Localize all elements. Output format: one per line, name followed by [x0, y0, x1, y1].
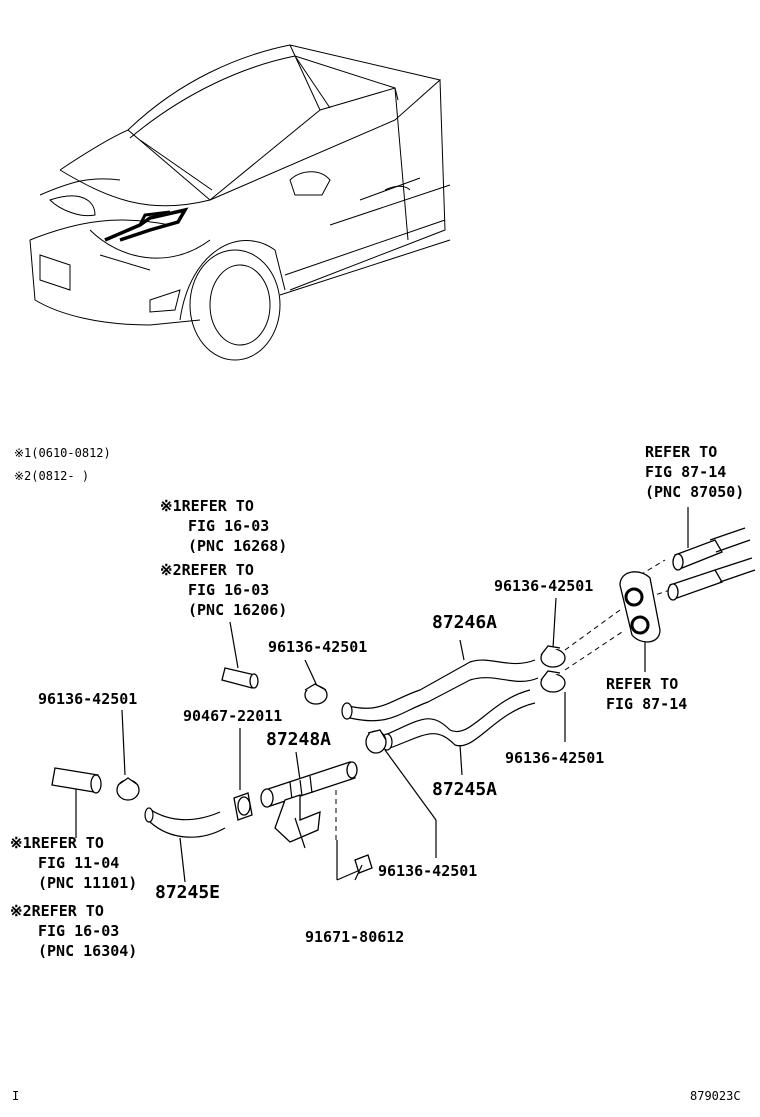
callout-refer-11101: ※1REFER TO FIG 11-04 (PNC 11101)	[10, 834, 137, 892]
clip-90467	[233, 792, 253, 821]
svg-text:REFER TO: REFER TO	[645, 443, 717, 461]
label-clamp-left: 96136-42501	[38, 690, 137, 708]
label-hose-87245e: 87245E	[155, 882, 220, 903]
hose-87245e	[144, 807, 226, 838]
svg-text:※2REFER TO: ※2REFER TO	[10, 902, 104, 920]
svg-text:FIG 16-03: FIG 16-03	[38, 922, 119, 940]
legend-note-1: ※1(0610-0812)	[14, 446, 111, 460]
clamp-right-lower	[540, 670, 566, 693]
figure-code: 879023C	[690, 1089, 741, 1103]
hose-87245a	[381, 689, 536, 751]
label-clamp-mid: 96136-42501	[268, 638, 367, 656]
footer-left-mark: I	[12, 1089, 19, 1103]
svg-text:(PNC 87050): (PNC 87050)	[645, 483, 744, 501]
svg-text:(PNC 16206): (PNC 16206)	[188, 601, 287, 619]
label-clamp-center-lower: 96136-42501	[378, 862, 477, 880]
callout-refer-16206: ※2REFER TO FIG 16-03 (PNC 16206)	[160, 561, 287, 619]
hose-87246a	[341, 659, 539, 722]
svg-text:※2REFER TO: ※2REFER TO	[160, 561, 254, 579]
svg-text:FIG 11-04: FIG 11-04	[38, 854, 119, 872]
svg-text:(PNC 11101): (PNC 11101)	[38, 874, 137, 892]
bolt-91671	[354, 854, 373, 881]
label-pipe-87248a: 87248A	[266, 729, 331, 750]
clamp-left	[116, 777, 140, 801]
label-hose-87245a: 87245A	[432, 779, 497, 800]
pipe-stub-upper-right	[667, 527, 756, 601]
pipe-stub-left	[51, 767, 102, 794]
car-illustration	[29, 44, 451, 361]
leader-lines	[75, 507, 689, 883]
legend: ※1(0610-0812) ※2(0812- )	[14, 446, 111, 483]
label-bolt-91671: 91671-80612	[305, 928, 404, 946]
dashed-guides	[335, 559, 671, 840]
svg-text:FIG 87-14: FIG 87-14	[606, 695, 687, 713]
clamp-center-lower	[365, 729, 387, 754]
clamp-mid	[304, 683, 328, 705]
svg-text:FIG 16-03: FIG 16-03	[188, 581, 269, 599]
svg-text:※1REFER TO: ※1REFER TO	[10, 834, 104, 852]
grommet	[619, 571, 661, 643]
clamp-right-upper	[540, 645, 566, 668]
label-clip-90467: 90467-22011	[183, 707, 282, 725]
label-clamp-top-right: 96136-42501	[494, 577, 593, 595]
pipe-87248a	[260, 761, 358, 849]
callout-refer-16268: ※1REFER TO FIG 16-03 (PNC 16268)	[160, 497, 287, 555]
pipe-stub-center	[221, 667, 259, 689]
callout-refer-16304: ※2REFER TO FIG 16-03 (PNC 16304)	[10, 902, 137, 960]
label-clamp-right-lower: 96136-42501	[505, 749, 604, 767]
legend-note-2: ※2(0812- )	[14, 469, 89, 483]
svg-text:REFER TO: REFER TO	[606, 675, 678, 693]
svg-text:※1REFER TO: ※1REFER TO	[160, 497, 254, 515]
callout-refer-87050: REFER TO FIG 87-14 (PNC 87050)	[645, 443, 744, 501]
svg-text:(PNC 16304): (PNC 16304)	[38, 942, 137, 960]
callout-refer-8714: REFER TO FIG 87-14	[606, 675, 687, 713]
svg-text:(PNC 16268): (PNC 16268)	[188, 537, 287, 555]
label-hose-87246a: 87246A	[432, 612, 497, 633]
svg-text:FIG 16-03: FIG 16-03	[188, 517, 269, 535]
svg-text:FIG 87-14: FIG 87-14	[645, 463, 726, 481]
